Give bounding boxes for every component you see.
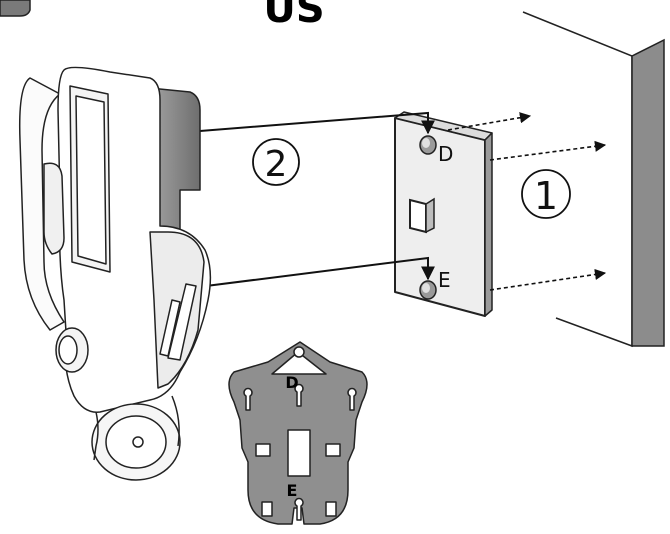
- device: [18, 66, 212, 481]
- bracket-label-e: E: [287, 481, 298, 500]
- heading: US: [263, 0, 324, 32]
- step-2-label: 2: [265, 144, 288, 185]
- step-2-marker: [252, 138, 300, 186]
- point-label-d: D: [438, 142, 453, 166]
- point-label-e: E: [438, 268, 451, 292]
- bracket-label-d: D: [285, 373, 298, 392]
- wall-plate: [394, 111, 493, 317]
- bracket: [228, 341, 368, 525]
- step-1-marker: [521, 169, 571, 219]
- wall: [522, 11, 665, 348]
- step-1-label: 1: [534, 174, 558, 218]
- alignment-lines: [199, 111, 435, 287]
- push-to-wall-arrows: [447, 112, 607, 291]
- corner-fragment: [0, 0, 31, 17]
